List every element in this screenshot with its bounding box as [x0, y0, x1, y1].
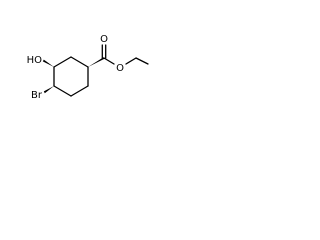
wedge-bond-c1-carbonyl	[88, 57, 105, 67]
ring-bond-c5-c6	[70, 85, 89, 97]
ethyl-bond-ch2-ch3	[135, 57, 149, 65]
ester-bond-c-o	[103, 57, 115, 65]
hydroxyl-label: HO	[27, 55, 43, 66]
ester-oxygen-label: O	[116, 63, 124, 74]
bromo-label: Br	[31, 90, 43, 101]
ring-bond-c1-c2	[70, 56, 89, 68]
ethyl-bond-o-ch2	[125, 57, 137, 65]
carbonyl-oxygen-label: O	[100, 34, 108, 45]
wedge-bond-c4-bromo	[43, 86, 54, 94]
ring-bond-c4-c5	[53, 85, 72, 97]
wedge-bond-c3-hydroxyl	[42, 59, 54, 67]
ethyl-3-hydroxy-4-bromocyclohexanecarboxylate-structure: O O HO Br	[27, 34, 149, 101]
ring-bond-c2-c3	[53, 56, 72, 68]
